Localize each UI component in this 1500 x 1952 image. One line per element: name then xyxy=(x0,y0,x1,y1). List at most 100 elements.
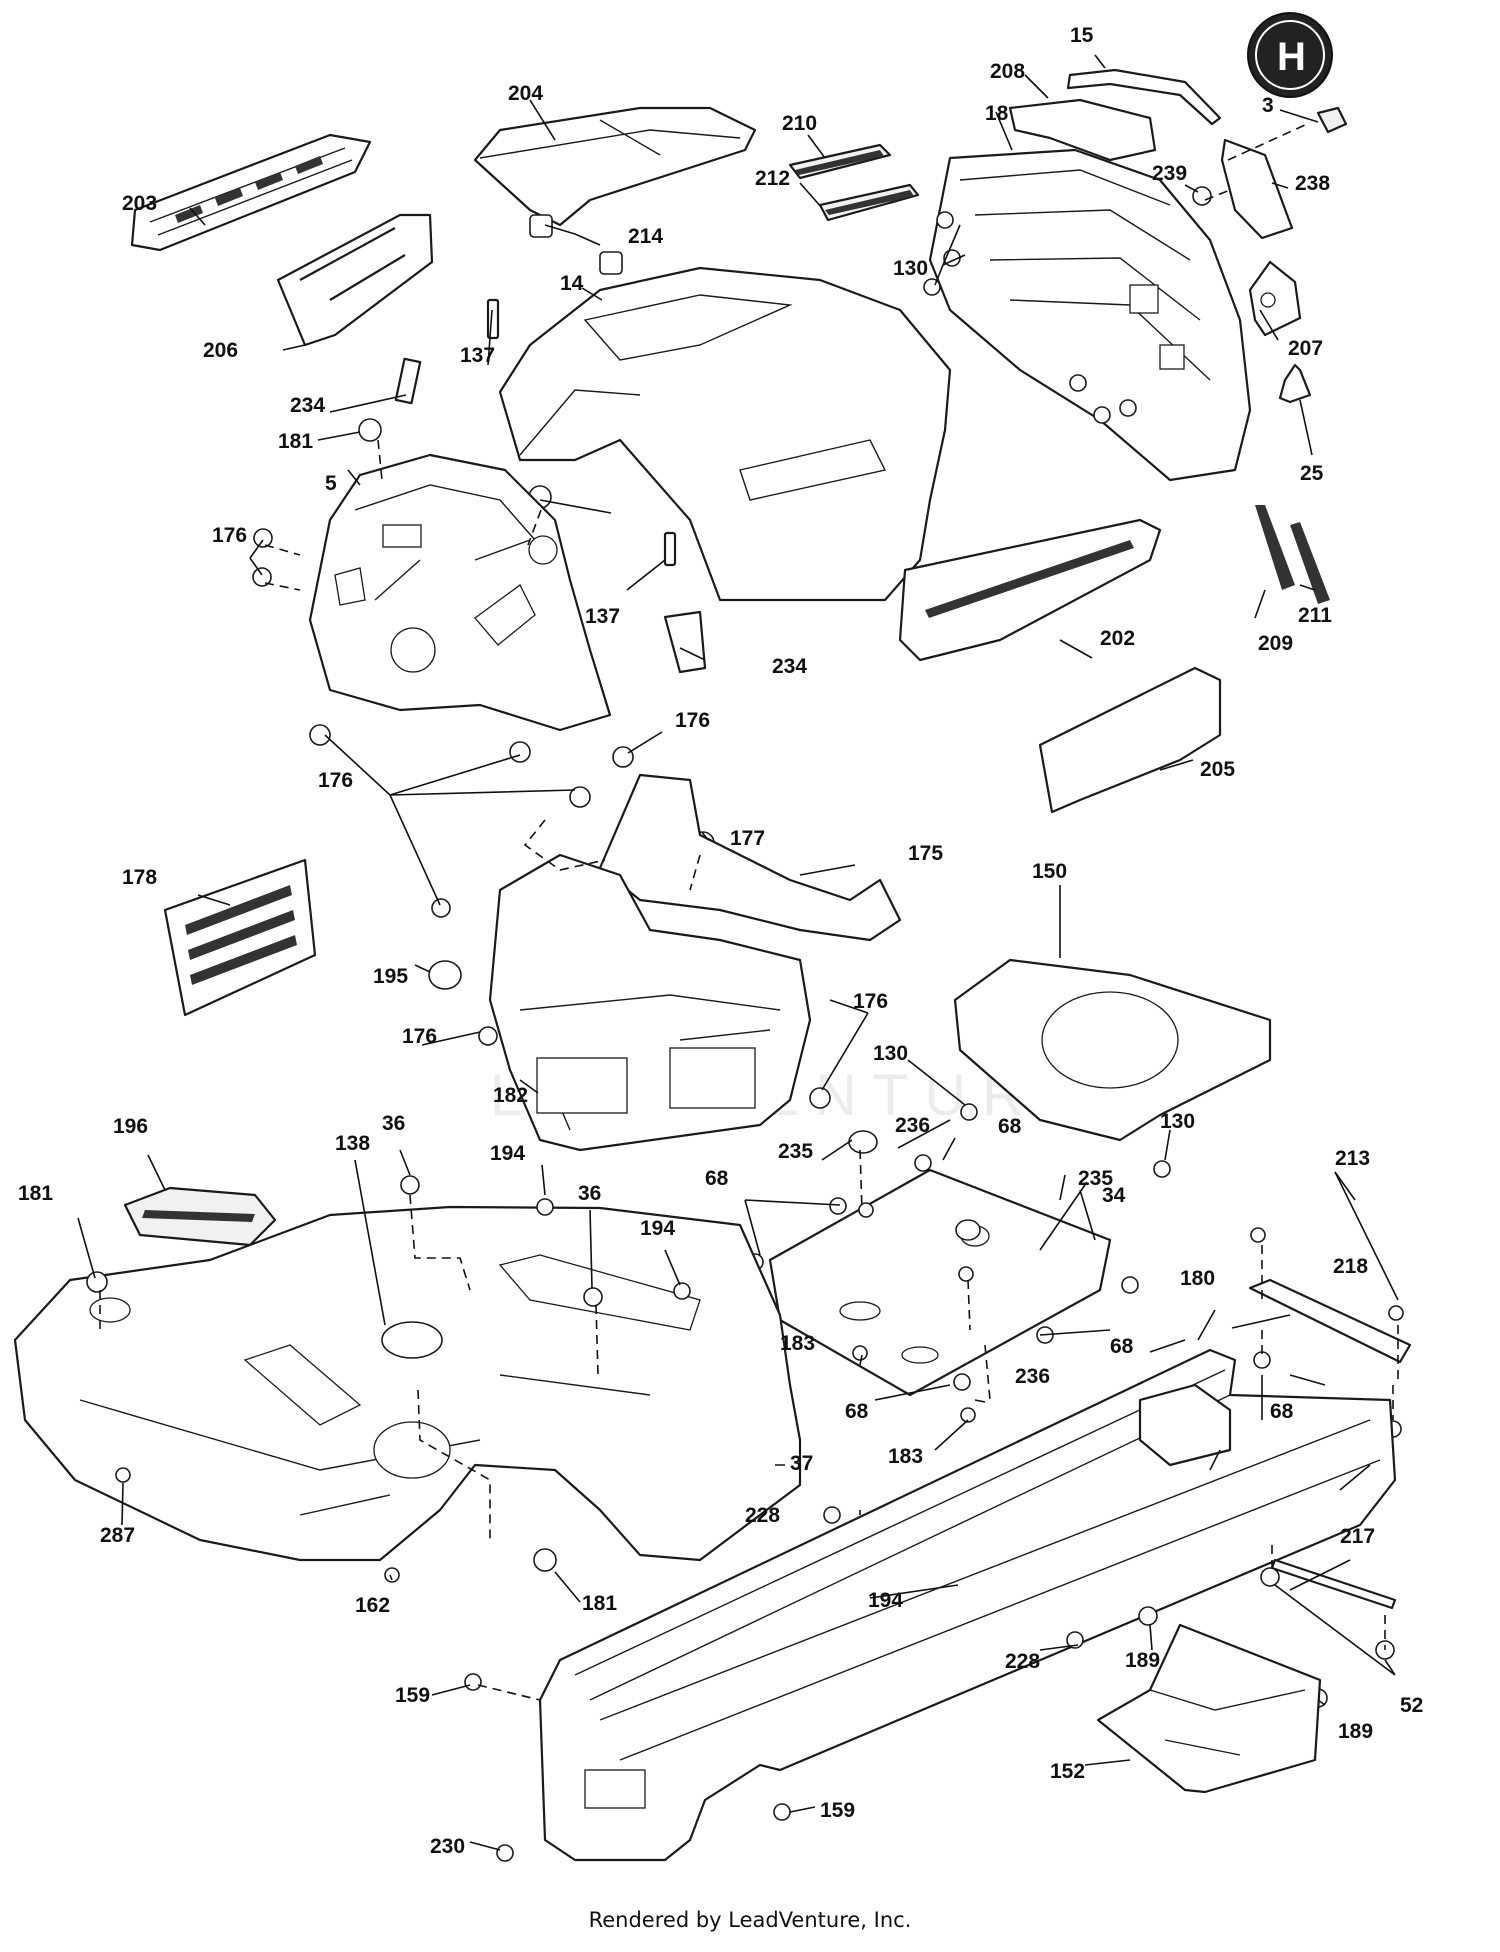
part-202-front-bar xyxy=(898,518,1162,662)
callout-label: 194 xyxy=(490,1142,525,1165)
part-37-fender-deck xyxy=(13,1205,802,1562)
part-18-front-housing xyxy=(928,148,1252,482)
callout-label: 180 xyxy=(1180,1267,1215,1290)
callout-label: 234 xyxy=(772,655,807,678)
part-150-pan xyxy=(953,958,1272,1142)
callout-label: 14 xyxy=(560,272,584,295)
callout-label: 234 xyxy=(290,394,325,417)
part-208-trim xyxy=(1008,98,1157,162)
callout-label: 214 xyxy=(628,225,663,248)
part-204-hood-top xyxy=(473,106,757,227)
callout-label: 210 xyxy=(782,112,817,135)
part-137-pin xyxy=(486,298,500,340)
part-34-mounting-plate xyxy=(768,1168,1112,1397)
callout-label: 150 xyxy=(1032,860,1067,883)
callout-label: 203 xyxy=(122,192,157,215)
callout-label: 159 xyxy=(395,1684,430,1707)
callout-label: 181 xyxy=(18,1182,53,1205)
part-183-bolt xyxy=(852,1345,868,1361)
callout-label: 228 xyxy=(745,1504,780,1527)
part-14-hood xyxy=(498,266,952,602)
leader-lines xyxy=(77,54,1399,1851)
part-181-pin xyxy=(86,1271,108,1293)
part-235-spacer xyxy=(848,1130,878,1154)
part-196-cover xyxy=(123,1186,277,1247)
part-180-frame xyxy=(538,1348,1397,1862)
part-235-spacer xyxy=(955,1219,981,1241)
part-217-rod xyxy=(1270,1558,1397,1610)
part-181-pin xyxy=(358,418,382,442)
part-178-vent-plate xyxy=(163,858,317,1017)
callout-label: 176 xyxy=(853,990,888,1013)
callout-label: 52 xyxy=(1400,1694,1423,1717)
part-203-front-grille xyxy=(130,133,372,252)
callout-label: 195 xyxy=(373,965,408,988)
callouts: 15 204 208 3 18 210 239 238 203 212 214 … xyxy=(18,24,1423,1858)
part-181-pin xyxy=(533,1548,557,1572)
callout-label: 176 xyxy=(318,769,353,792)
callout-label: 3 xyxy=(1262,94,1274,117)
callout-label: 205 xyxy=(1200,758,1235,781)
callout-label: 25 xyxy=(1300,462,1324,485)
part-15-trim xyxy=(1066,68,1222,126)
part-206-bracket xyxy=(276,213,434,347)
part-182-support xyxy=(488,853,812,1152)
part-209-grille xyxy=(1255,505,1295,590)
callout-label: 175 xyxy=(908,842,943,865)
brand-logo: H xyxy=(1247,12,1333,98)
part-194-nut xyxy=(673,1282,691,1300)
part-176-fasteners xyxy=(252,528,835,1109)
callout-label: 218 xyxy=(1333,1255,1368,1278)
part-194-nut xyxy=(536,1198,554,1216)
callout-label: 138 xyxy=(335,1132,370,1155)
callout-label: 235 xyxy=(1078,1167,1113,1190)
callout-label: 230 xyxy=(430,1835,465,1858)
part-211-grille xyxy=(1290,522,1330,604)
callout-label: 130 xyxy=(873,1042,908,1065)
callout-label: 68 xyxy=(1270,1400,1294,1423)
part-287-screw xyxy=(115,1467,131,1483)
callout-label: 130 xyxy=(1160,1110,1195,1133)
callout-label: 162 xyxy=(355,1594,390,1617)
callout-label: 130 xyxy=(893,257,928,280)
part-175-dash-bracket xyxy=(598,773,902,942)
part-236-washer xyxy=(858,1202,874,1218)
part-36-bolt xyxy=(400,1175,420,1195)
part-25-trim xyxy=(1278,363,1312,404)
callout-label: 208 xyxy=(990,60,1025,83)
callout-label: 207 xyxy=(1288,337,1323,360)
callout-label: 159 xyxy=(820,1799,855,1822)
callout-label: 15 xyxy=(1070,24,1094,47)
part-195-plug xyxy=(428,960,462,990)
part-205-panel xyxy=(1038,666,1222,814)
callout-label: 176 xyxy=(675,709,710,732)
part-213-bolt xyxy=(1388,1305,1404,1321)
callout-label: 152 xyxy=(1050,1760,1085,1783)
part-162-screw xyxy=(384,1567,400,1583)
callout-label: 68 xyxy=(1110,1335,1134,1358)
part-189-bolt xyxy=(1138,1606,1158,1626)
callout-label: 68 xyxy=(845,1400,869,1423)
callout-label: 189 xyxy=(1338,1720,1373,1743)
part-238-panel xyxy=(1220,138,1294,240)
part-214-clip xyxy=(529,214,553,238)
part-228-stud xyxy=(823,1506,841,1524)
callout-label: 181 xyxy=(582,1592,617,1615)
callout-label: 36 xyxy=(382,1112,405,1135)
part-239-nut xyxy=(1192,186,1212,206)
callout-label: 236 xyxy=(895,1114,930,1137)
callout-label: 5 xyxy=(325,472,337,495)
part-228-stud xyxy=(1066,1631,1084,1649)
callout-label: 211 xyxy=(1298,604,1332,627)
callout-label: 228 xyxy=(1005,1650,1040,1673)
callout-label: 235 xyxy=(778,1140,813,1163)
callout-label: 176 xyxy=(212,524,247,547)
part-234-tab xyxy=(394,357,422,405)
callout-label: 178 xyxy=(122,866,157,889)
part-138-collar xyxy=(381,1321,443,1359)
callout-label: 194 xyxy=(640,1217,675,1240)
callout-label: 68 xyxy=(998,1115,1022,1138)
part-236-washer xyxy=(958,1266,974,1282)
callout-label: 137 xyxy=(460,344,495,367)
